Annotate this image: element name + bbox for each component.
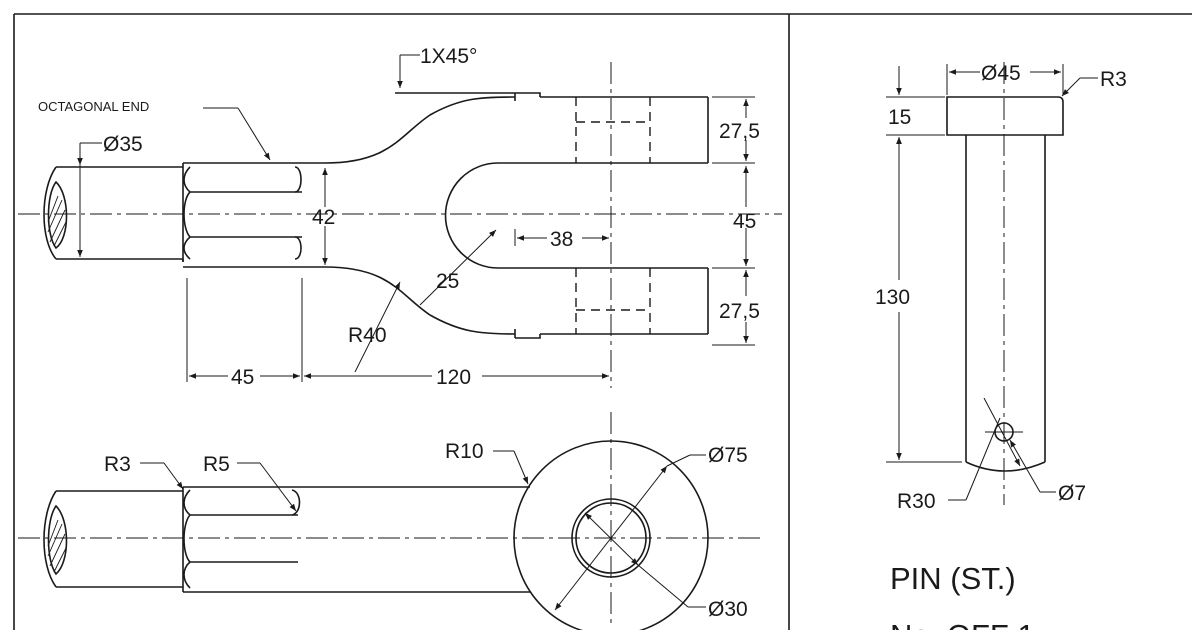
pin-hole-diameter-label: Ø7	[1058, 482, 1086, 505]
plan-r5-label: R5	[203, 453, 230, 476]
boss-outer-circle	[513, 440, 709, 630]
radius-r40-label: R40	[348, 324, 387, 347]
chamfer-label: 1X45°	[420, 45, 477, 68]
slot-38-label: 38	[550, 228, 573, 251]
octagonal-end-label: OCTAGONAL END	[38, 99, 149, 114]
shaft-break-hatch	[47, 180, 68, 250]
front-view: 1X45° OCTAGONAL END Ø35 42 45 27,5 27,5	[18, 45, 782, 389]
plan-r10-label: R10	[445, 440, 484, 463]
height-42-label: 42	[312, 206, 335, 229]
part-title: PIN (ST.)	[890, 561, 1016, 596]
plan-shaft-break-hatch	[47, 504, 68, 576]
pin-head-radius-label: R3	[1100, 68, 1127, 91]
width-45-label: 45	[733, 210, 756, 233]
jaw-bottom-label: 27,5	[719, 300, 760, 323]
hole-diameter-label: Ø30	[708, 598, 748, 621]
plan-view: R3 R5 R10 Ø75 Ø30	[18, 412, 765, 630]
boss-diameter-label: Ø75	[708, 444, 748, 467]
part-quantity: No. OFF 1	[890, 618, 1035, 630]
radius-25-label: 25	[436, 270, 459, 293]
jaw-top-label: 27,5	[719, 120, 760, 143]
pin-head-height-label: 15	[888, 106, 911, 129]
length-45-label: 45	[231, 366, 254, 389]
shaft-diameter-label: Ø35	[103, 133, 143, 156]
pin-length-label: 130	[875, 286, 910, 309]
pin-view: Ø45 R3 15 130 R30 Ø7	[875, 62, 1127, 513]
pin-end-radius-label: R30	[897, 490, 936, 513]
plan-r3-label: R3	[104, 453, 131, 476]
pin-head-diameter-label: Ø45	[981, 62, 1021, 85]
drawing-frame	[13, 13, 1192, 630]
length-120-label: 120	[436, 366, 471, 389]
title-block: PIN (ST.) No. OFF 1	[890, 561, 1035, 630]
